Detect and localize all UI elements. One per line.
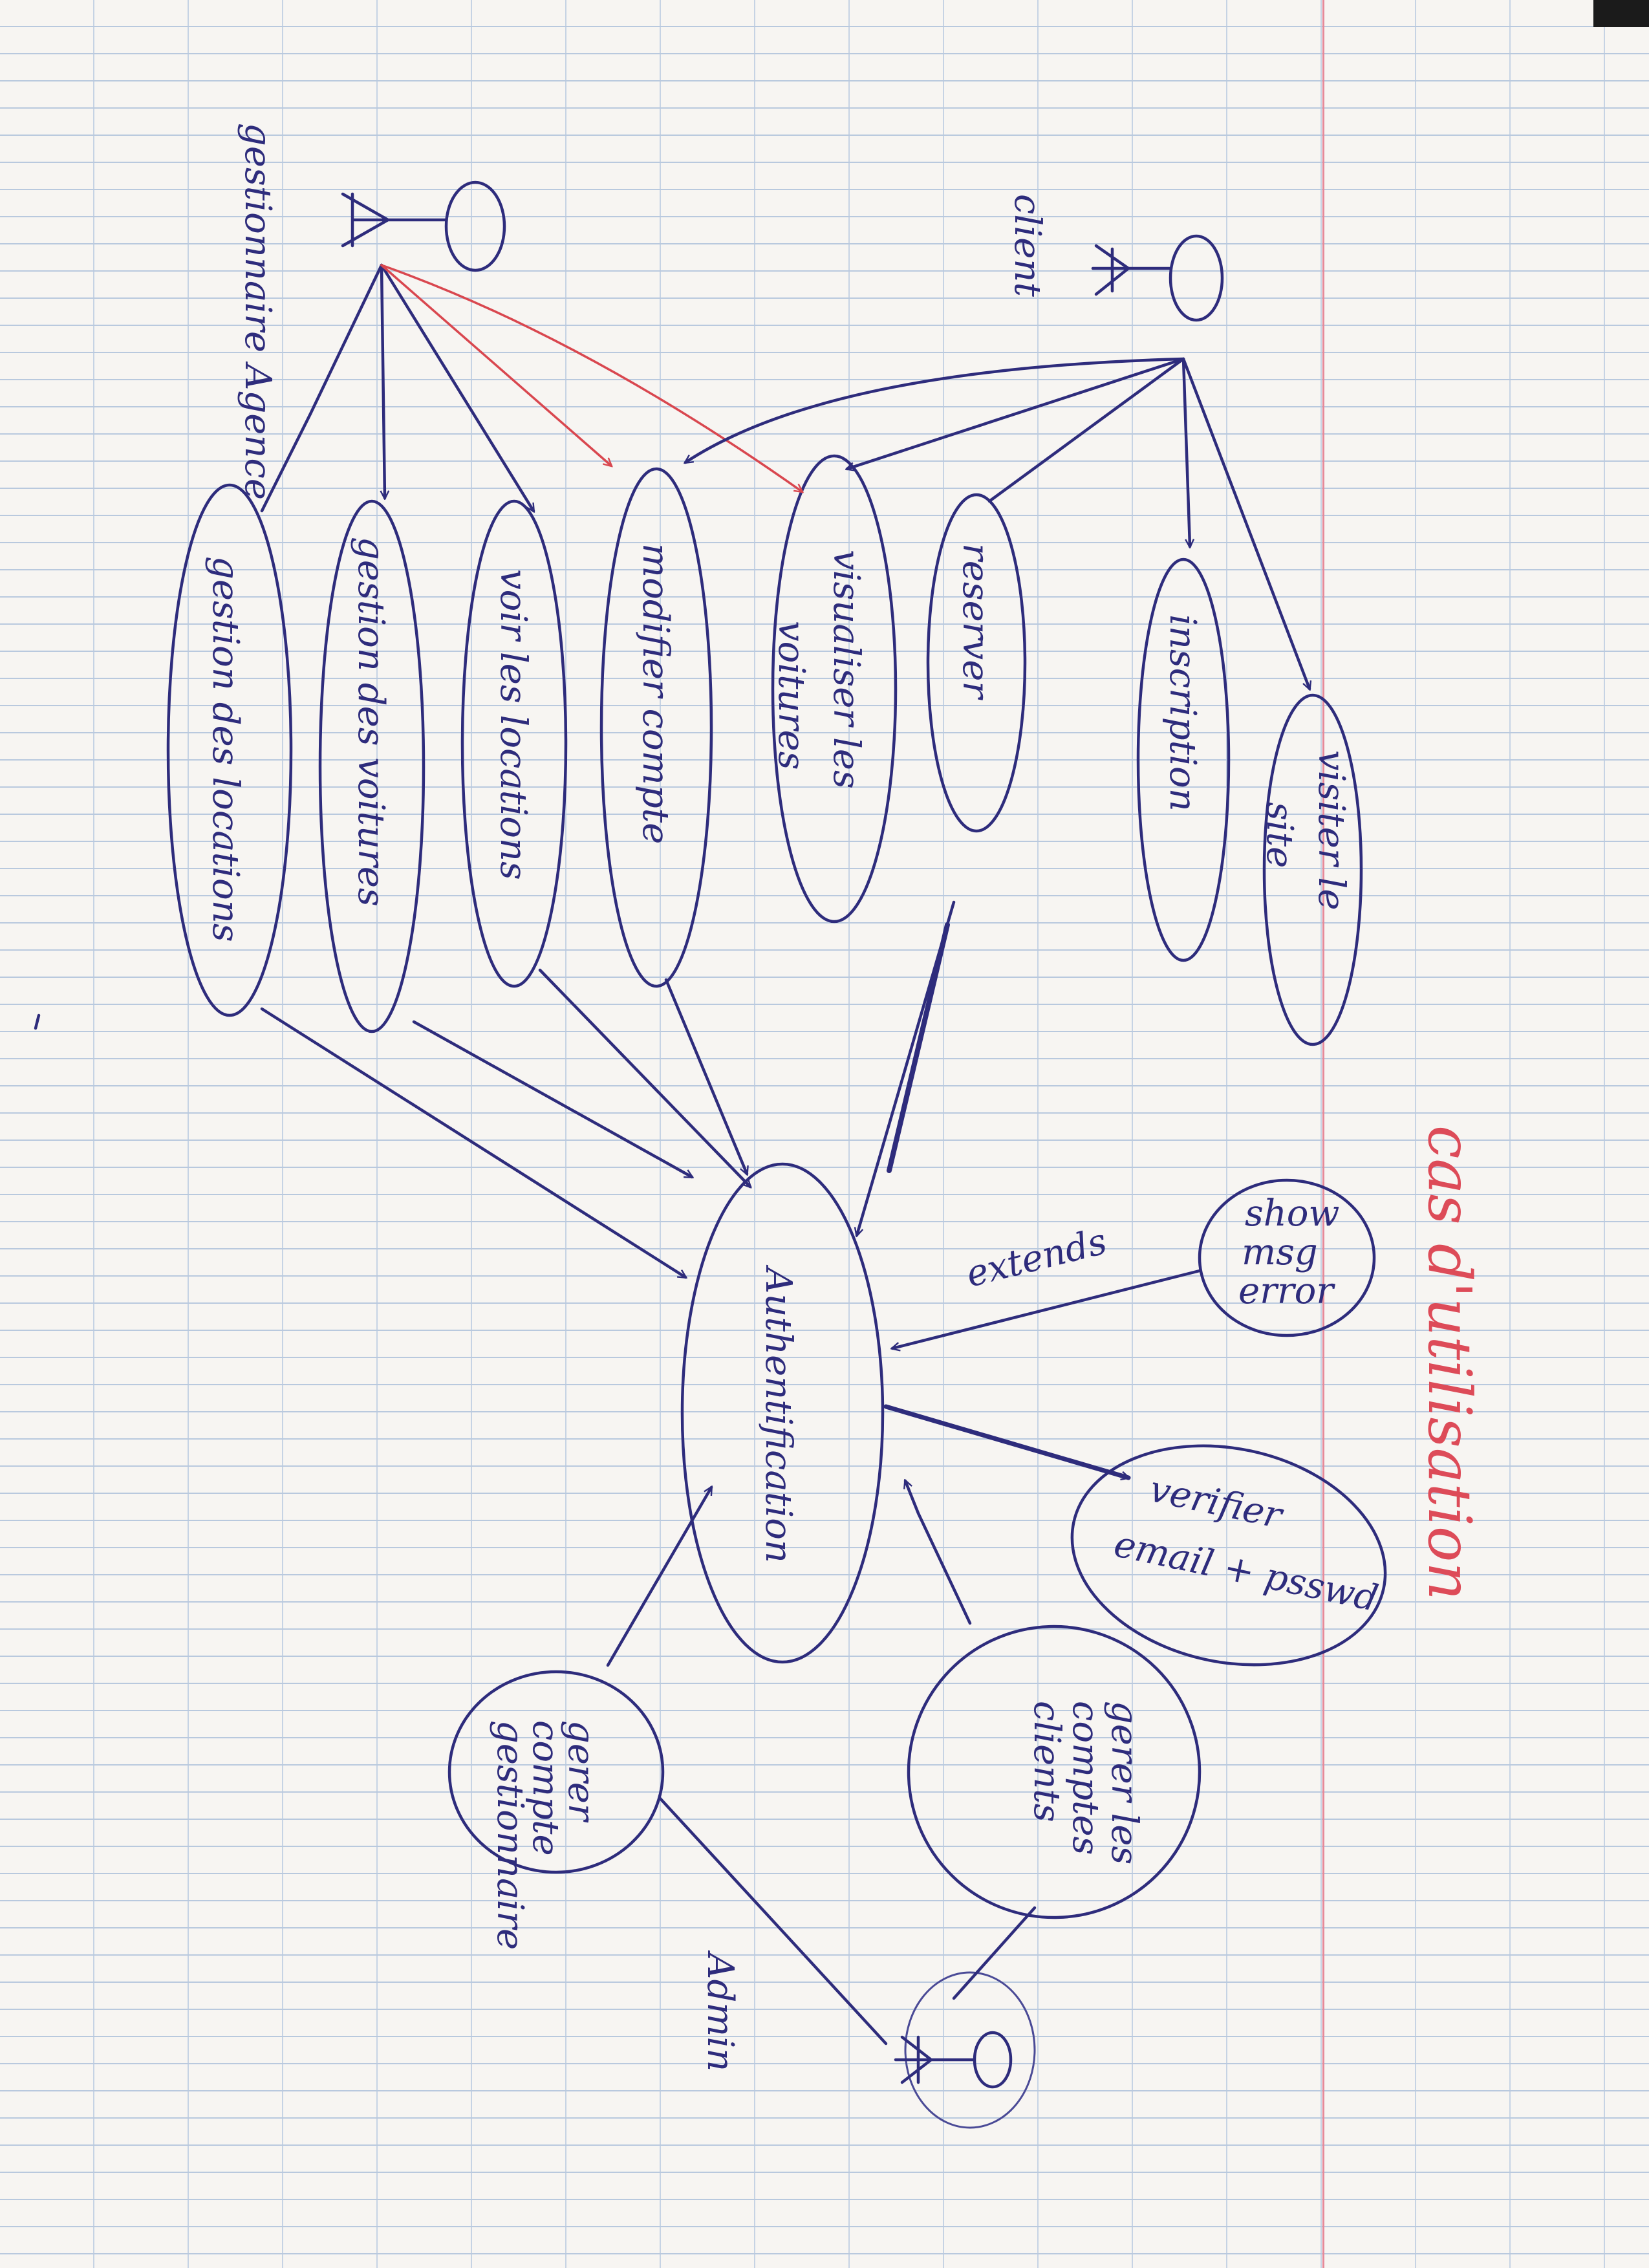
association-line xyxy=(1181,357,1190,546)
usecase-inscription: inscription xyxy=(1136,557,1231,962)
include-line xyxy=(260,1007,685,1277)
usecase-label: gestion des locations xyxy=(204,556,246,942)
page-corner xyxy=(1593,0,1649,27)
association-line xyxy=(382,263,385,498)
include-line xyxy=(664,978,747,1174)
usecase-label: inscription xyxy=(1161,614,1203,812)
usecase-gestion-voitures: gestion des voitures xyxy=(318,499,426,1033)
actor-head xyxy=(444,180,506,272)
actor-head xyxy=(973,2031,1013,2089)
actor-body xyxy=(341,192,448,248)
actor-label-admin: Admin xyxy=(699,1950,741,2071)
actor-client: client xyxy=(1006,194,1224,322)
associations-admin xyxy=(658,1796,1037,2046)
usecase-show-msg-error: show msg error xyxy=(1198,1178,1376,1337)
verify-line xyxy=(883,1404,1128,1478)
association-line xyxy=(260,263,383,513)
association-line xyxy=(380,263,534,511)
include-line-scribble xyxy=(887,922,950,1173)
usecase-gestion-locations: gestion des locations xyxy=(166,483,293,1017)
admin-auth-line xyxy=(905,1481,972,1625)
usecase-label: modifier compte xyxy=(634,543,676,844)
usecase-label: verifier xyxy=(1146,1468,1288,1537)
usecase-label: gerer les xyxy=(1103,1701,1145,1864)
association-line xyxy=(380,264,611,466)
extends-label: extends xyxy=(962,1220,1111,1296)
association-line xyxy=(987,357,1185,503)
usecase-label: voitures xyxy=(770,621,812,770)
actor-head xyxy=(1169,234,1224,322)
usecase-label: email + psswd xyxy=(1110,1523,1382,1620)
usecase-label: visualiser les xyxy=(825,550,867,789)
usecase-verifier-email: verifier email + psswd xyxy=(1070,1444,1387,1667)
association-line xyxy=(658,1796,888,2046)
usecase-label: gerer xyxy=(560,1720,602,1823)
usecase-reserver: reserver xyxy=(926,493,1027,833)
actor-gestionnaire: gestionnaire Agence xyxy=(237,123,506,500)
usecase-label: site xyxy=(1258,802,1300,868)
usecase-gerer-compte-gestionnaire: gerer compte gestionnaire xyxy=(447,1670,665,1950)
diagram-title: cas d'utilisation xyxy=(1415,1125,1484,1601)
actor-admin: Admin xyxy=(699,1950,1036,2129)
association-line xyxy=(847,357,1185,469)
admin-auth-line xyxy=(606,1487,713,1667)
association-line xyxy=(952,1906,1037,2000)
actor-label-client: client xyxy=(1006,194,1048,297)
actor-body xyxy=(1091,244,1172,296)
usecase-label: reserver xyxy=(954,543,997,700)
actor-label-gestionnaire: gestionnaire Agence xyxy=(237,123,279,500)
include-line xyxy=(412,1020,692,1179)
usecase-label: clients xyxy=(1026,1701,1068,1822)
include-line xyxy=(538,968,750,1187)
usecase-label: msg xyxy=(1242,1231,1318,1273)
usecase-label: compte xyxy=(524,1720,566,1856)
usecase-visualiser-voitures: visualiser les voitures xyxy=(770,454,898,923)
usecase-gerer-comptes-clients: gerer les comptes clients xyxy=(907,1625,1202,1919)
usecase-modifier-compte: modifier compte xyxy=(599,467,713,988)
relations-authentification: extends xyxy=(260,900,1202,1667)
usecase-label: error xyxy=(1238,1270,1335,1312)
usecase-voir-locations: voir les locations xyxy=(460,499,568,988)
usecase-label: Authentification xyxy=(757,1264,799,1563)
association-line xyxy=(1181,357,1310,689)
associations-client xyxy=(685,357,1310,689)
usecase-label: show xyxy=(1245,1193,1339,1235)
usecase-label: voir les locations xyxy=(492,569,534,880)
usecase-label: gestionnaire xyxy=(489,1720,531,1950)
margin-line xyxy=(1322,0,1324,2268)
actor-body xyxy=(894,2035,975,2084)
association-line xyxy=(685,357,1185,462)
associations-gestionnaire xyxy=(260,263,802,513)
usecase-label: comptes xyxy=(1064,1701,1106,1855)
usecase-label: visiter le xyxy=(1310,750,1352,910)
usecase-visiter-site: visiter le site xyxy=(1258,693,1363,1046)
usecase-label: gestion des voitures xyxy=(350,537,392,907)
association-line xyxy=(380,264,802,491)
actor-circle xyxy=(904,1971,1036,2129)
usecase-authentification: Authentification xyxy=(680,1162,885,1664)
pen-mark xyxy=(34,1013,41,1030)
extends-line xyxy=(892,1269,1202,1348)
